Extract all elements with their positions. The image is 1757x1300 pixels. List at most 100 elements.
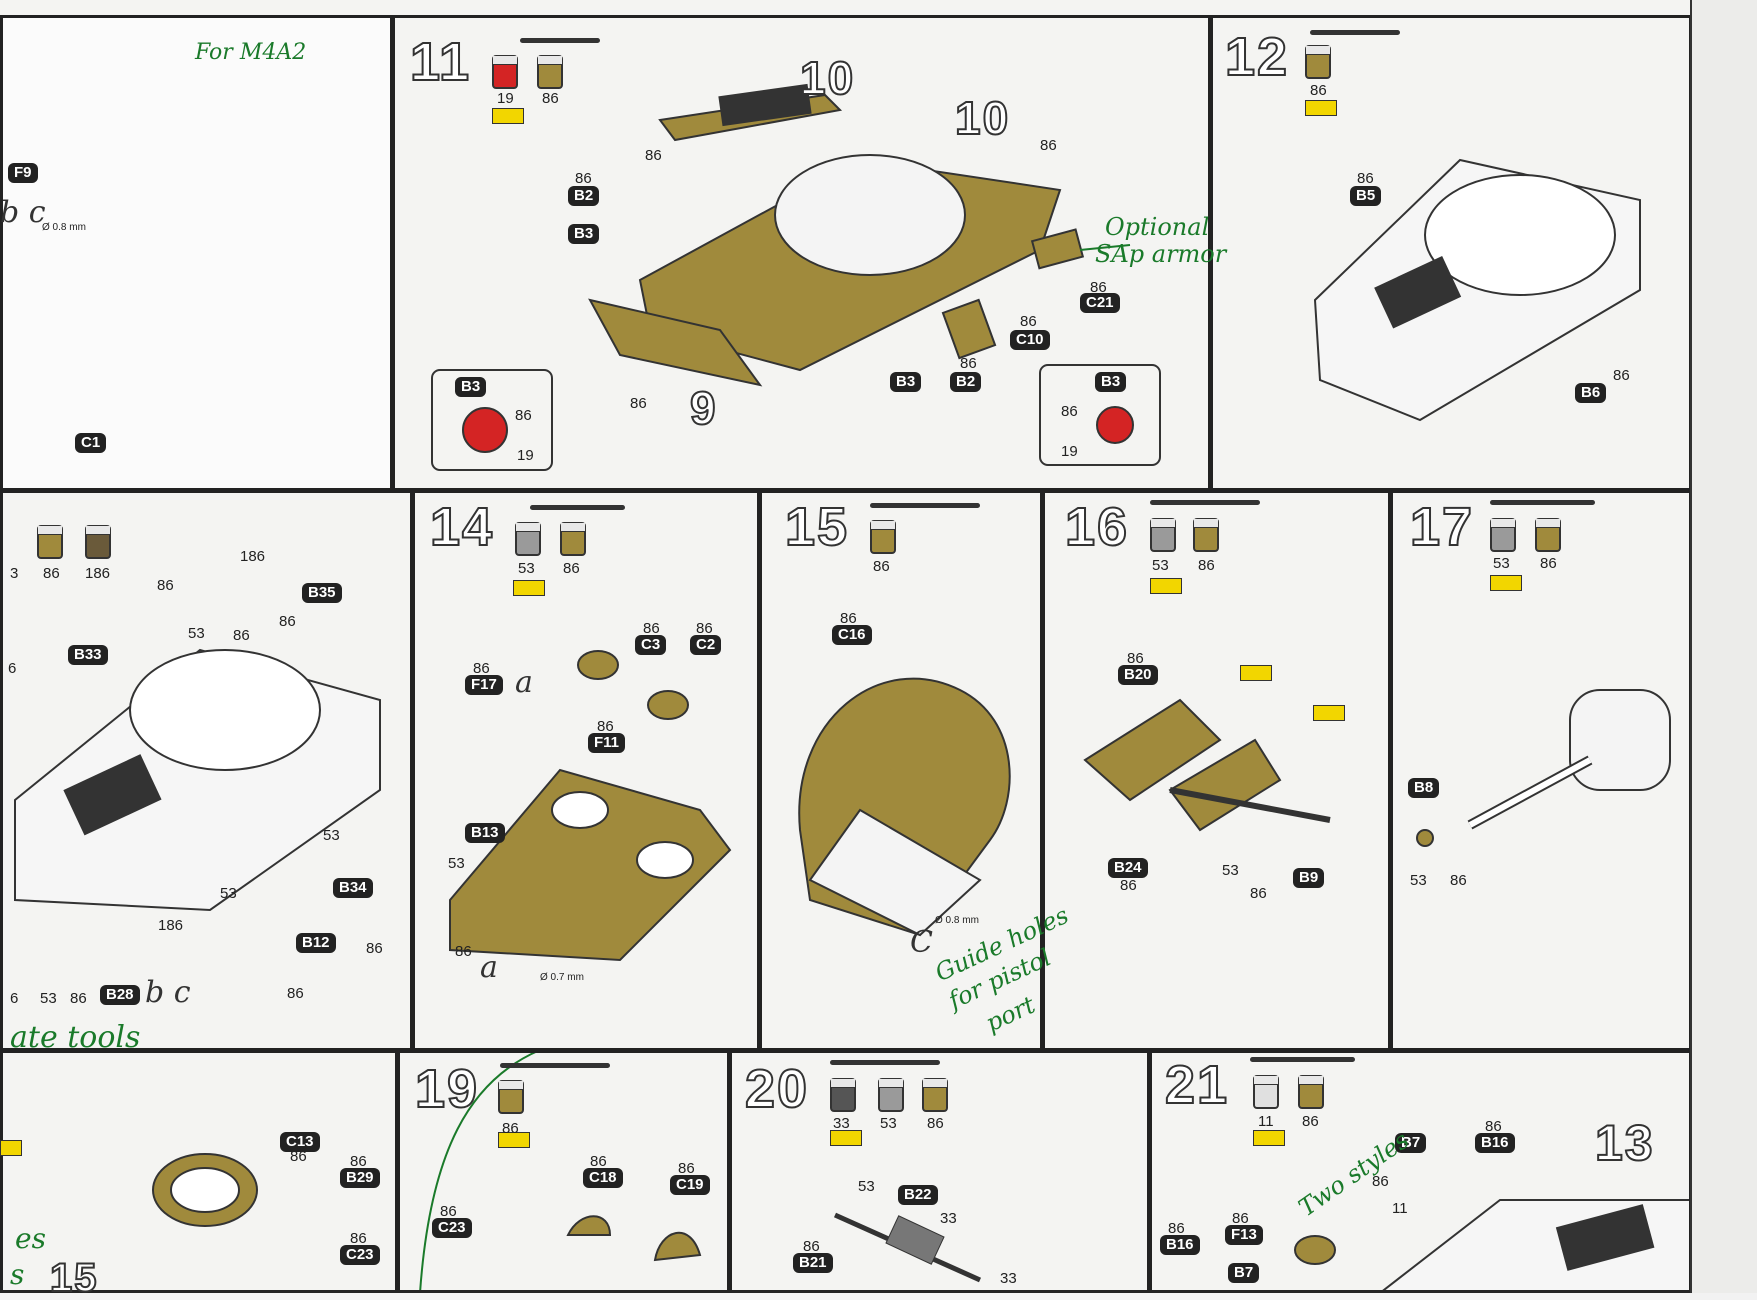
part-label: B21 bbox=[793, 1253, 833, 1273]
paint-number: 33 bbox=[1000, 1270, 1017, 1287]
part-label: B3 bbox=[568, 224, 600, 244]
part-label: B3 bbox=[455, 377, 487, 397]
paint-number: 86 bbox=[590, 1153, 607, 1170]
panel-step-18 bbox=[0, 1048, 400, 1293]
paint-number: 86 bbox=[1120, 877, 1137, 894]
part-label: B12 bbox=[296, 933, 336, 953]
paint-number: 86 bbox=[440, 1203, 457, 1220]
paint-pot-icon bbox=[85, 525, 111, 559]
paint-number: 53 bbox=[188, 625, 205, 642]
paint-number: 33 bbox=[833, 1115, 850, 1132]
paint-pot-icon bbox=[1253, 1075, 1279, 1109]
paint-number: 86 bbox=[1090, 279, 1107, 296]
part-label: B33 bbox=[68, 645, 108, 665]
paint-number: 86 bbox=[1232, 1210, 1249, 1227]
handwritten-note: SAp armor bbox=[1095, 240, 1227, 268]
paint-number: 86 bbox=[678, 1160, 695, 1177]
no-glue-icon bbox=[1313, 705, 1345, 721]
paint-number: 19 bbox=[517, 447, 534, 464]
part-label: B3 bbox=[890, 372, 922, 392]
paint-number: 53 bbox=[858, 1178, 875, 1195]
panel-step-13 bbox=[0, 488, 415, 1053]
paint-number: 86 bbox=[287, 985, 304, 1002]
step-number: 17 bbox=[1409, 497, 1475, 557]
paint-number: 86 bbox=[1127, 650, 1144, 667]
brush-icon bbox=[1490, 500, 1595, 505]
paint-number: 86 bbox=[70, 990, 87, 1007]
panel-step-11 bbox=[390, 15, 1213, 493]
paint-pot-icon bbox=[878, 1078, 904, 1112]
paint-number: 86 bbox=[43, 565, 60, 582]
variant-letters: a bbox=[515, 665, 533, 700]
paint-number: 186 bbox=[158, 917, 184, 934]
glue-tube-icon bbox=[492, 108, 524, 124]
part-label: F11 bbox=[588, 733, 626, 753]
callout-step-number: 9 bbox=[689, 382, 718, 434]
drill-size-label: Ø 0.8 mm bbox=[935, 915, 979, 926]
paint-number: 53 bbox=[323, 827, 340, 844]
page-edge bbox=[1690, 0, 1757, 1293]
part-label: C19 bbox=[670, 1175, 710, 1195]
paint-number: 86 bbox=[563, 560, 580, 577]
variant-letters: a bbox=[480, 950, 498, 985]
paint-pot-icon bbox=[1535, 518, 1561, 552]
paint-number: 86 bbox=[1061, 403, 1078, 420]
brush-icon bbox=[500, 1063, 610, 1068]
step-number: 20 bbox=[744, 1059, 810, 1119]
panel-step-14 bbox=[410, 488, 762, 1053]
part-label: C23 bbox=[432, 1218, 472, 1238]
brush-icon bbox=[520, 38, 600, 43]
paint-number: 86 bbox=[597, 718, 614, 735]
paint-number: 86 bbox=[473, 660, 490, 677]
paint-number: 86 bbox=[1168, 1220, 1185, 1237]
glue-tube-icon bbox=[830, 1130, 862, 1146]
no-glue-icon bbox=[1240, 665, 1272, 681]
paint-pot-icon bbox=[1150, 518, 1176, 552]
paint-pot-icon bbox=[1490, 518, 1516, 552]
paint-pot-icon bbox=[498, 1080, 524, 1114]
part-label: C21 bbox=[1080, 293, 1120, 313]
paint-number: 6 bbox=[8, 660, 17, 677]
part-label: B8 bbox=[1408, 778, 1440, 798]
paint-number: 86 bbox=[542, 90, 559, 107]
paint-number: 19 bbox=[1061, 443, 1078, 460]
step-number: 16 bbox=[1064, 497, 1130, 557]
callout-step-number: 15 bbox=[49, 1256, 99, 1300]
paint-number: 11 bbox=[1258, 1113, 1274, 1130]
callout-step-number: 10 bbox=[954, 92, 1011, 144]
paint-number: 53 bbox=[880, 1115, 897, 1132]
paint-number: 53 bbox=[448, 855, 465, 872]
callout-step-number: 10 bbox=[799, 52, 856, 104]
paint-number: 86 bbox=[1372, 1173, 1389, 1190]
part-label: B29 bbox=[340, 1168, 380, 1188]
brush-icon bbox=[1250, 1057, 1355, 1062]
paint-number: 86 bbox=[1357, 170, 1374, 187]
paint-number: 86 bbox=[233, 627, 250, 644]
brush-icon bbox=[1310, 30, 1400, 35]
variant-letters: C bbox=[910, 925, 933, 960]
paint-number: 86 bbox=[1198, 557, 1215, 574]
drill-size-label: Ø 0.8 mm bbox=[42, 222, 86, 233]
glue-tube-icon bbox=[0, 1140, 22, 1156]
paint-number: 186 bbox=[85, 565, 111, 582]
drill-size-label: Ø 0.7 mm bbox=[540, 972, 584, 983]
paint-number: 86 bbox=[645, 147, 662, 164]
variant-letters: b c bbox=[145, 975, 191, 1010]
paint-number: 86 bbox=[1540, 555, 1557, 572]
handwritten-note: s bbox=[10, 1258, 25, 1291]
part-label: C3 bbox=[635, 635, 667, 655]
paint-number: 53 bbox=[518, 560, 535, 577]
paint-number: 86 bbox=[290, 1148, 307, 1165]
part-label: F13 bbox=[1225, 1225, 1263, 1245]
part-label: B7 bbox=[1395, 1133, 1427, 1153]
paint-number: 86 bbox=[873, 558, 890, 575]
paint-number: 53 bbox=[1222, 862, 1239, 879]
paint-number: 3 bbox=[10, 565, 19, 582]
paint-number: 86 bbox=[515, 407, 532, 424]
paint-number: 33 bbox=[940, 1210, 957, 1227]
panel-step-16 bbox=[1040, 488, 1393, 1053]
handwritten-note: ate tools bbox=[10, 1020, 141, 1055]
callout-step-number: 13 bbox=[1594, 1115, 1655, 1171]
paint-number: 86 bbox=[630, 395, 647, 412]
paint-number: 186 bbox=[240, 548, 266, 565]
